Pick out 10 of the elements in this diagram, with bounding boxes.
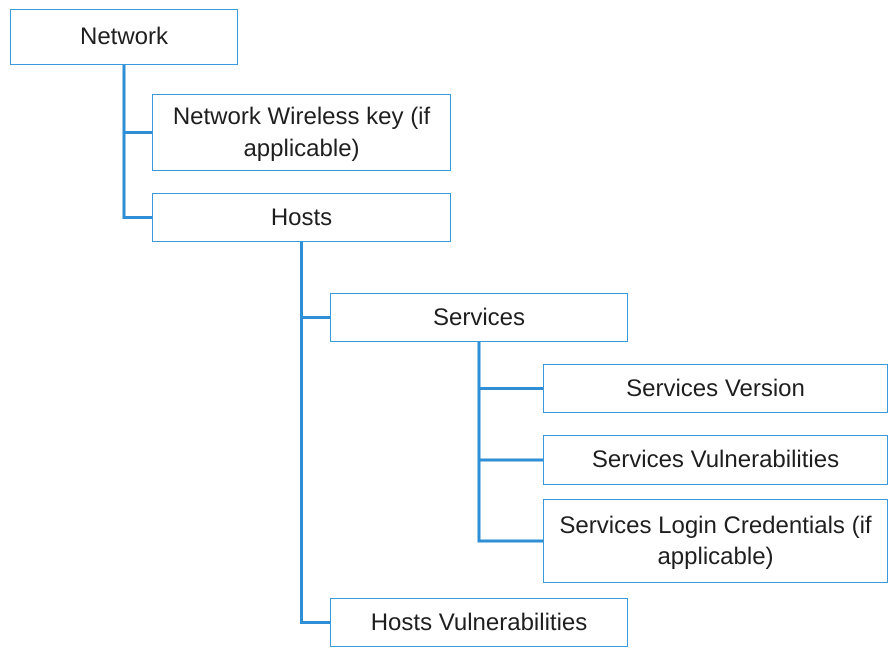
node-box: Services Version <box>543 364 888 413</box>
node-box: Services Login Credentials (if applicable) <box>543 499 888 583</box>
node-box: Services Vulnerabilities <box>543 435 888 485</box>
node-box: Network Wireless key (if applicable) <box>152 94 451 171</box>
node-box: Hosts Vulnerabilities <box>330 598 628 647</box>
node-box: Services <box>330 293 628 342</box>
connector-line <box>478 342 543 542</box>
node-box: Hosts <box>152 193 451 242</box>
node-box: Network <box>10 9 238 65</box>
connector-line <box>300 242 330 624</box>
